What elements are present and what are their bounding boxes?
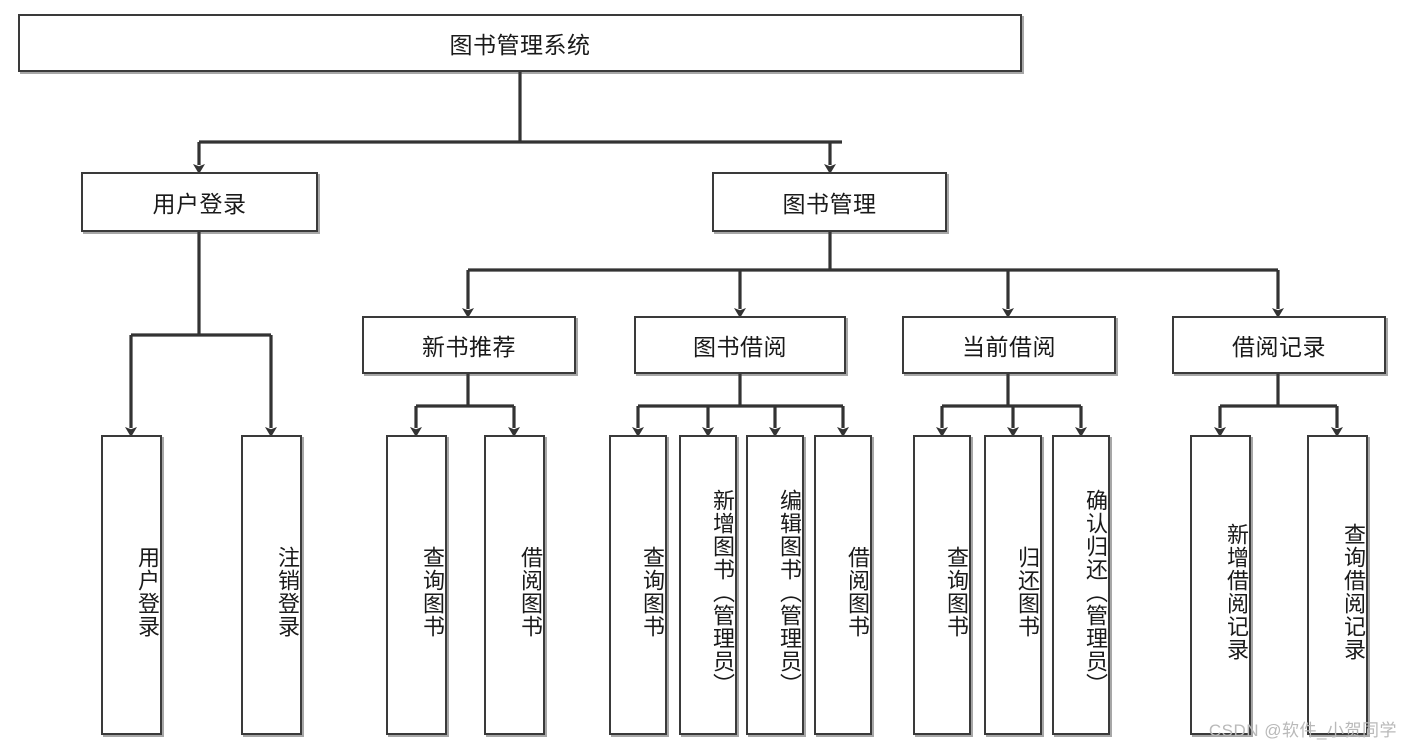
node-leaf-bb-add-book[interactable]: 新增图书（管理员） bbox=[679, 435, 737, 735]
node-leaf-br-add-record[interactable]: 新增借阅记录 bbox=[1190, 435, 1251, 735]
node-root[interactable]: 图书管理系统 bbox=[18, 14, 1022, 72]
node-leaf-bb-edit-book[interactable]: 编辑图书（管理员） bbox=[746, 435, 804, 735]
node-label: 注销登录 bbox=[275, 546, 300, 638]
node-label: 图书管理系统 bbox=[449, 32, 591, 58]
node-label: 查询图书 bbox=[640, 546, 665, 638]
node-label: 查询图书 bbox=[420, 546, 445, 638]
node-borrow-record[interactable]: 借阅记录 bbox=[1172, 316, 1386, 374]
node-label: 查询图书 bbox=[944, 546, 969, 638]
node-leaf-bb-borrow-book[interactable]: 借阅图书 bbox=[814, 435, 872, 735]
node-label: 编辑图书（管理员） bbox=[777, 488, 802, 696]
node-label: 归还图书 bbox=[1015, 546, 1040, 638]
node-label: 借阅记录 bbox=[1232, 334, 1326, 360]
node-label: 当前借阅 bbox=[962, 334, 1056, 360]
node-leaf-bb-query-book[interactable]: 查询图书 bbox=[609, 435, 667, 735]
node-label: 查询借阅记录 bbox=[1341, 523, 1366, 661]
node-leaf-br-query-record[interactable]: 查询借阅记录 bbox=[1307, 435, 1368, 735]
node-leaf-cb-query-book[interactable]: 查询图书 bbox=[913, 435, 971, 735]
node-leaf-nbr-query-book[interactable]: 查询图书 bbox=[386, 435, 447, 735]
node-leaf-cb-confirm-return[interactable]: 确认归还（管理员） bbox=[1052, 435, 1110, 735]
node-leaf-user-logout[interactable]: 注销登录 bbox=[241, 435, 302, 735]
node-label: 新增图书（管理员） bbox=[710, 488, 735, 696]
node-label: 新书推荐 bbox=[422, 334, 516, 360]
node-label: 用户登录 bbox=[135, 546, 160, 638]
node-leaf-cb-return-book[interactable]: 归还图书 bbox=[984, 435, 1042, 735]
node-label: 图书管理 bbox=[782, 191, 877, 217]
node-book-management[interactable]: 图书管理 bbox=[712, 172, 947, 232]
node-label: 图书借阅 bbox=[693, 334, 787, 360]
node-leaf-user-login[interactable]: 用户登录 bbox=[101, 435, 162, 735]
node-label: 用户登录 bbox=[152, 191, 247, 217]
node-label: 新增借阅记录 bbox=[1224, 523, 1249, 661]
csdn-watermark: CSDN @软件_小贺同学 bbox=[1208, 721, 1397, 740]
node-label: 借阅图书 bbox=[518, 546, 543, 638]
node-label: 确认归还（管理员） bbox=[1083, 488, 1108, 696]
node-new-book-recommend[interactable]: 新书推荐 bbox=[362, 316, 576, 374]
node-user-login[interactable]: 用户登录 bbox=[81, 172, 318, 232]
node-current-borrow[interactable]: 当前借阅 bbox=[902, 316, 1116, 374]
node-label: 借阅图书 bbox=[845, 546, 870, 638]
node-book-borrow[interactable]: 图书借阅 bbox=[634, 316, 846, 374]
node-leaf-nbr-borrow-book[interactable]: 借阅图书 bbox=[484, 435, 545, 735]
